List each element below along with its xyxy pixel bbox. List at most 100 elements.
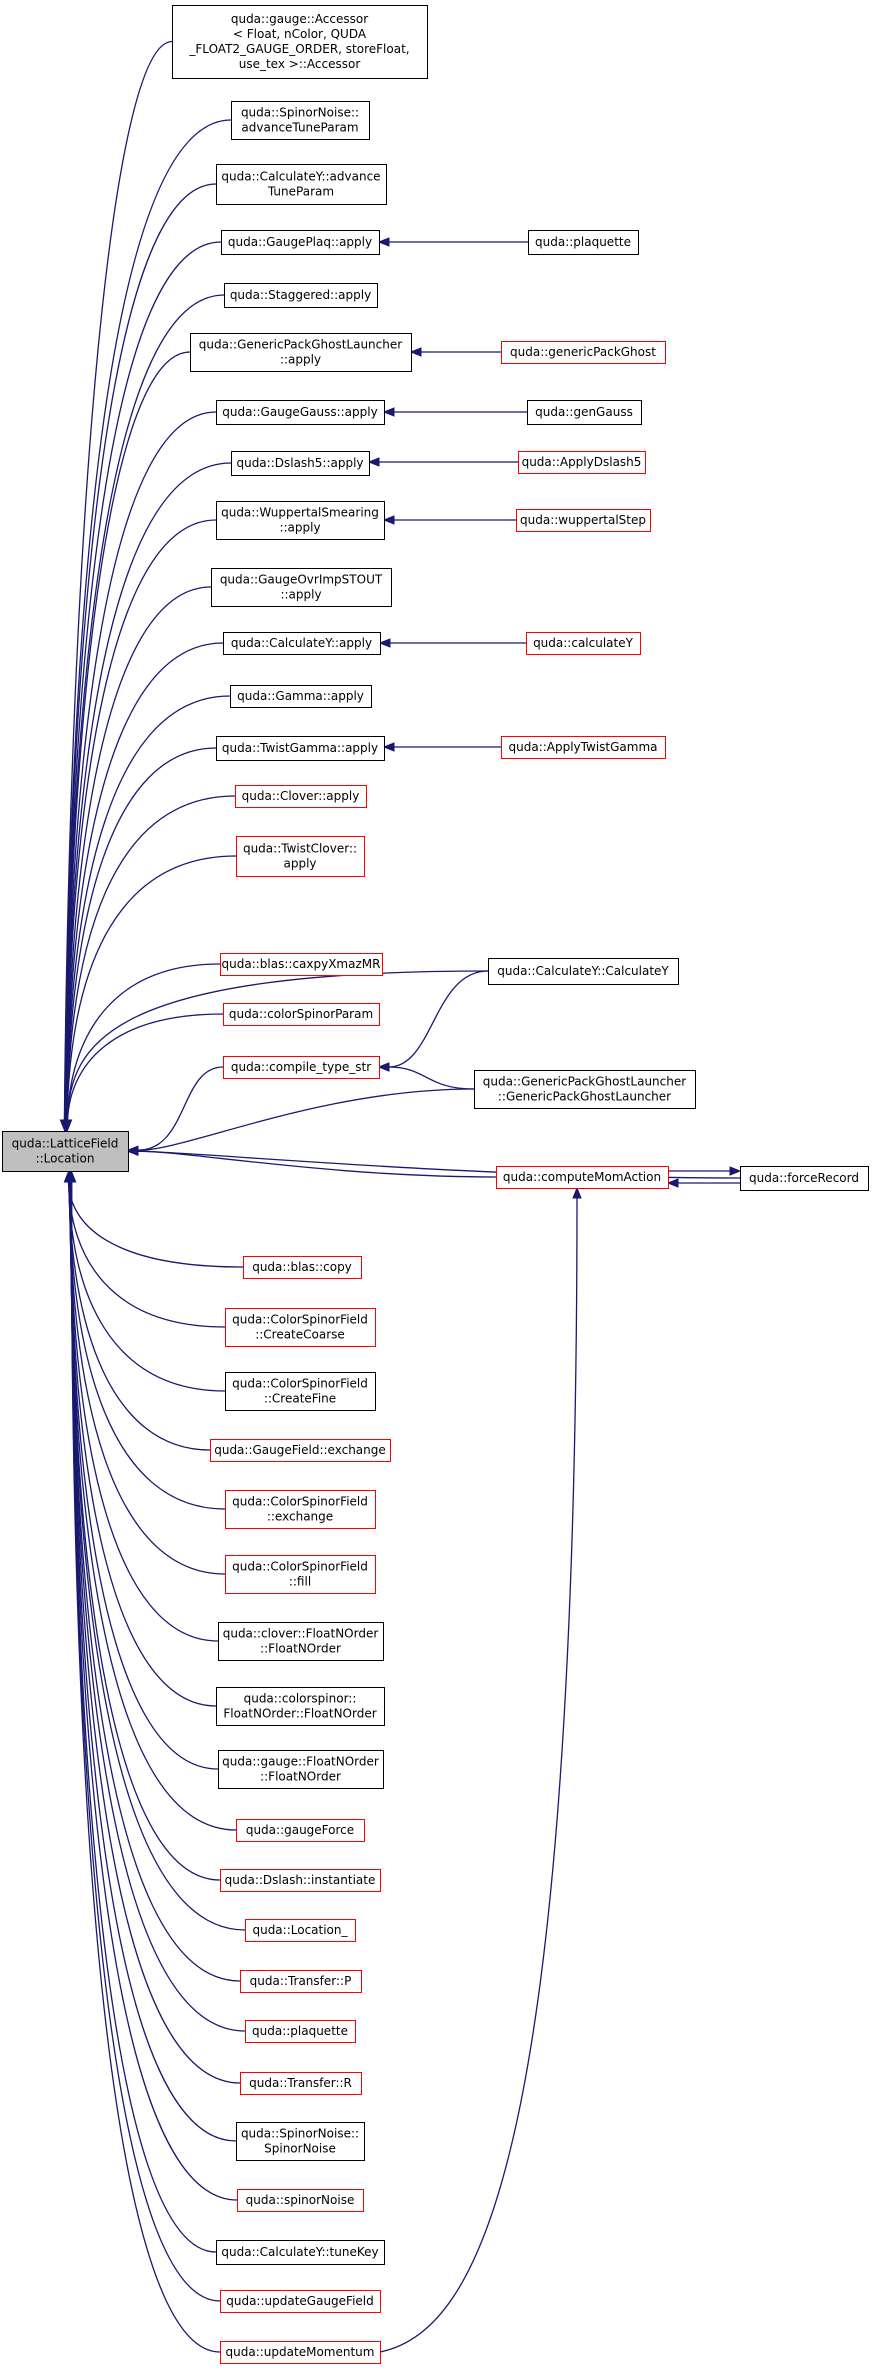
- node-compile-type-str[interactable]: quda::compile_type_str: [223, 1056, 380, 1079]
- node-spinor-noise-adv[interactable]: quda::SpinorNoise::advanceTuneParam: [231, 101, 370, 140]
- node-box: [526, 632, 641, 655]
- edge-accessor-to-root: [59, 40, 173, 1132]
- node-box: [225, 1372, 376, 1411]
- node-label: quda::LatticeField: [12, 1137, 119, 1151]
- node-label: quda::GenericPackGhostLauncher: [199, 338, 402, 352]
- node-label: quda::CalculateY::apply: [231, 636, 372, 650]
- node-caxpy[interactable]: quda::blas::caxpyXmazMR: [220, 953, 383, 976]
- node-staggered-apply[interactable]: quda::Staggered::apply: [224, 283, 378, 308]
- arrowhead: [382, 742, 395, 752]
- node-box: [225, 1308, 376, 1347]
- node-calcy-adv[interactable]: quda::CalculateY::advanceTuneParam: [216, 164, 387, 205]
- node-transfer-r[interactable]: quda::Transfer::R: [240, 2072, 362, 2095]
- node-box: [220, 2290, 381, 2313]
- node-root[interactable]: quda::LatticeField::Location: [2, 1131, 129, 1172]
- node-label: ::apply: [280, 588, 321, 602]
- node-clover-apply[interactable]: quda::Clover::apply: [235, 785, 367, 808]
- node-label: quda::genGauss: [535, 405, 633, 419]
- node-twistclover-apply[interactable]: quda::TwistClover::apply: [236, 836, 365, 877]
- node-csf-createcoarse[interactable]: quda::ColorSpinorField::CreateCoarse: [225, 1308, 376, 1347]
- node-label: quda::updateMomentum: [226, 2345, 375, 2359]
- node-clover-fno[interactable]: quda::clover::FloatNOrder::FloatNOrder: [218, 1622, 384, 1661]
- node-label: quda::GaugeOvrImpSTOUT: [220, 573, 383, 587]
- node-blas-copy[interactable]: quda::blas::copy: [243, 1256, 362, 1279]
- arrowhead: [377, 1062, 390, 1072]
- node-gpgl-ctor[interactable]: quda::GenericPackGhostLauncher::GenericP…: [474, 1070, 696, 1109]
- node-box: [223, 1056, 380, 1079]
- node-label: ::FloatNOrder: [260, 1642, 341, 1656]
- node-colorspinorparam[interactable]: quda::colorSpinorParam: [223, 1003, 380, 1026]
- node-label: quda::Clover::apply: [242, 789, 360, 803]
- edge-line: [66, 963, 221, 1121]
- node-csf-createfine[interactable]: quda::ColorSpinorField::CreateFine: [225, 1372, 376, 1411]
- node-wuppertal-apply[interactable]: quda::WuppertalSmearing::apply: [216, 501, 385, 540]
- node-label: < Float, nColor, QUDA: [233, 27, 367, 41]
- node-spinornoise-ctor[interactable]: quda::SpinorNoise::SpinorNoise: [236, 2122, 365, 2161]
- edge-line: [63, 40, 173, 1121]
- node-label: quda::ColorSpinorField: [232, 1560, 368, 1574]
- node-label: quda::TwistGamma::apply: [222, 741, 378, 755]
- node-label: TuneParam: [267, 185, 334, 199]
- node-label: ::GenericPackGhostLauncher: [498, 1090, 671, 1104]
- edge-updategaugefield-to-root: [66, 1170, 221, 2302]
- node-accessor[interactable]: quda::gauge::Accessor< Float, nColor, QU…: [172, 5, 428, 79]
- node-label: quda::SpinorNoise::: [241, 106, 359, 120]
- node-plaquette-b[interactable]: quda::plaquette: [245, 2020, 356, 2043]
- node-csf-exchange[interactable]: quda::ColorSpinorField::exchange: [225, 1490, 376, 1529]
- edge-line: [137, 1150, 497, 1178]
- node-colorspinor-fno[interactable]: quda::colorspinor::FloatNOrder::FloatNOr…: [216, 1687, 385, 1726]
- node-spinornoise[interactable]: quda::spinorNoise: [237, 2189, 364, 2212]
- node-layer: quda::LatticeField::Locationquda::gauge:…: [2, 5, 869, 2364]
- node-wuppertalstep[interactable]: quda::wuppertalStep: [516, 509, 651, 532]
- node-box: [237, 2189, 364, 2212]
- node-updategaugefield[interactable]: quda::updateGaugeField: [220, 2290, 381, 2313]
- node-gpgl-apply[interactable]: quda::GenericPackGhostLauncher::apply: [190, 333, 412, 372]
- node-calculatey[interactable]: quda::calculateY: [526, 632, 641, 655]
- node-dslash-instantiate[interactable]: quda::Dslash::instantiate: [220, 1869, 381, 1892]
- node-computemomaction[interactable]: quda::computeMomAction: [496, 1166, 669, 1189]
- node-gaugeforce[interactable]: quda::gaugeForce: [236, 1819, 365, 1842]
- edge-location--to-root: [65, 1170, 246, 1931]
- node-gaugeplaq-apply[interactable]: quda::GaugePlaq::apply: [221, 230, 380, 255]
- node-applydslash5[interactable]: quda::ApplyDslash5: [518, 451, 646, 474]
- node-label: quda::Dslash5::apply: [236, 456, 363, 470]
- node-dslash5-apply[interactable]: quda::Dslash5::apply: [231, 451, 370, 476]
- node-gaugefield-exchange[interactable]: quda::GaugeField::exchange: [210, 1439, 391, 1462]
- node-box: [235, 785, 367, 808]
- edge-line: [68, 1181, 211, 1451]
- node-box: [516, 509, 651, 532]
- node-gamma-apply[interactable]: quda::Gamma::apply: [230, 685, 372, 708]
- node-plaquette-a[interactable]: quda::plaquette: [528, 230, 639, 255]
- node-box: [231, 101, 370, 140]
- node-transfer-p[interactable]: quda::Transfer::P: [240, 1970, 362, 1993]
- edge-line: [64, 411, 217, 1121]
- node-label: quda::ColorSpinorField: [232, 1313, 368, 1327]
- node-calcy-apply[interactable]: quda::CalculateY::apply: [223, 632, 381, 655]
- node-label: quda::gauge::FloatNOrder: [222, 1755, 379, 1769]
- node-gengauss[interactable]: quda::genGauss: [527, 400, 642, 425]
- node-genericpackghost[interactable]: quda::genericPackGhost: [501, 341, 666, 364]
- node-label: quda::Transfer::R: [249, 2076, 352, 2090]
- node-updatemomentum[interactable]: quda::updateMomentum: [220, 2341, 381, 2364]
- arrowhead: [666, 1178, 679, 1188]
- edge-compile-type-str-to-root: [126, 1066, 224, 1155]
- node-box: [216, 2240, 385, 2265]
- node-label: quda::forceRecord: [749, 1171, 859, 1185]
- edge-dslash-instantiate-to-root: [65, 1170, 221, 1881]
- node-gaugegauss-apply[interactable]: quda::GaugeGauss::apply: [216, 400, 385, 425]
- edge-plaquette-a-to-gaugeplaq-apply: [377, 237, 528, 247]
- node-box: [496, 1166, 669, 1189]
- node-location-[interactable]: quda::Location_: [245, 1919, 356, 1942]
- node-calcy-ctor[interactable]: quda::CalculateY::CalculateY: [488, 958, 679, 985]
- node-applytwistgamma[interactable]: quda::ApplyTwistGamma: [501, 736, 666, 759]
- node-box: [225, 1555, 376, 1594]
- node-twistgamma-apply[interactable]: quda::TwistGamma::apply: [216, 736, 385, 761]
- node-forcerecord[interactable]: quda::forceRecord: [740, 1166, 869, 1191]
- node-calcy-tunekey[interactable]: quda::CalculateY::tuneKey: [216, 2240, 385, 2265]
- node-box: [224, 283, 378, 308]
- edge-csf-createfine-to-root: [64, 1170, 226, 1392]
- node-gauge-fno[interactable]: quda::gauge::FloatNOrder::FloatNOrder: [218, 1750, 384, 1789]
- node-csf-fill[interactable]: quda::ColorSpinorField::fill: [225, 1555, 376, 1594]
- node-gaugeovr-apply[interactable]: quda::GaugeOvrImpSTOUT::apply: [211, 568, 392, 607]
